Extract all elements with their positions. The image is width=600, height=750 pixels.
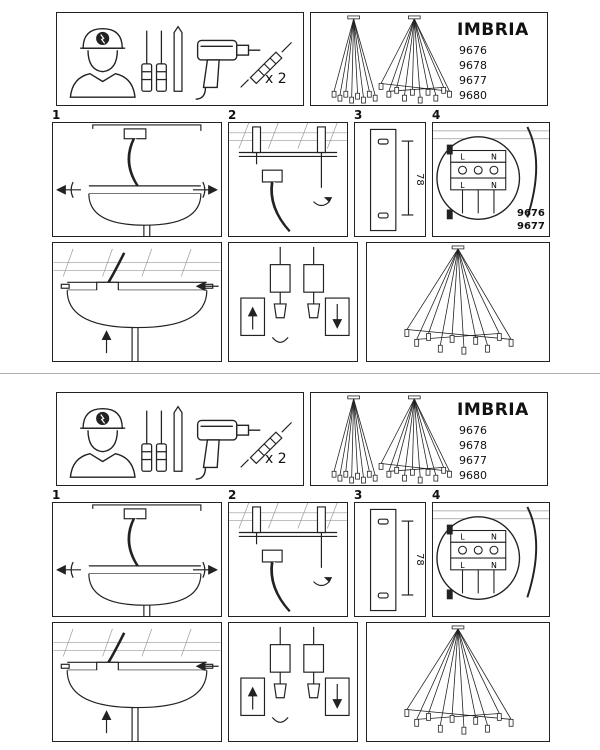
model-code: 9676 [459, 424, 487, 437]
arrow-right-icon [193, 561, 218, 578]
tools-illustration [69, 25, 292, 100]
arrow-left-icon [56, 181, 81, 198]
canopy-fitting-illustration [53, 628, 221, 741]
arrow-right-icon [193, 181, 218, 198]
terminal-label: N [491, 532, 497, 541]
ceiling-anchor-illustration [229, 503, 347, 613]
step-number: 2 [228, 488, 237, 502]
brand-title: IMBRIA [457, 400, 529, 420]
dimension-label: 78 [414, 553, 425, 566]
chandelier-overview [331, 395, 452, 484]
arrow-up-icon [101, 330, 112, 354]
model-code: 9680 [459, 89, 487, 102]
tools-panel: x 2 [56, 392, 304, 486]
screwdriver-icon [141, 25, 183, 92]
step-number: 2 [228, 108, 237, 122]
brand-title: IMBRIA [457, 20, 529, 40]
step-number: 1 [52, 488, 61, 502]
step-5-bulb-panel [228, 242, 358, 362]
step-2-panel [228, 122, 348, 237]
model-reference-list: 9676 9677 [517, 207, 545, 233]
step-number: 3 [354, 108, 363, 122]
step-5-canopy-panel [52, 622, 222, 742]
wiring-illustration: L N L N [433, 506, 549, 600]
installer-icon [69, 27, 136, 98]
rotate-arrow-icon [313, 577, 333, 587]
bulb-replacement-illustration [240, 246, 350, 343]
canopy-removal-illustration [56, 124, 218, 236]
model-code: 9678 [459, 59, 487, 72]
ceiling-anchor-illustration [229, 123, 347, 233]
step-number: 3 [354, 488, 363, 502]
step-3-panel: 78 [354, 122, 426, 237]
model-code-list: 9676 9678 9677 9680 [459, 423, 487, 483]
drill-icon [195, 419, 261, 480]
step-number: 1 [52, 108, 61, 122]
step-6-panel [366, 242, 550, 362]
step-number: 4 [432, 108, 441, 122]
product-overview-panel: IMBRIA 9676 9678 9677 9680 [310, 12, 548, 106]
dimension-label: 78 [414, 173, 425, 186]
chandelier-overview [331, 15, 452, 104]
terminal-label: L [460, 561, 465, 570]
finished-chandelier-illustration [404, 625, 514, 735]
step-5-canopy-panel [52, 242, 222, 362]
anchor-quantity: x 2 [265, 451, 287, 467]
terminal-label: L [460, 181, 465, 190]
terminal-label: L [460, 532, 465, 541]
step-4-panel: L N L N [432, 502, 550, 617]
step-1-panel [52, 502, 222, 617]
model-code-list: 9676 9678 9677 9680 [459, 43, 487, 103]
screwdriver-icon [141, 405, 183, 472]
drill-icon [195, 39, 261, 100]
terminal-label: N [491, 152, 497, 161]
canopy-fitting-illustration [53, 248, 221, 361]
rotate-arrow-icon [313, 197, 333, 207]
sheet-divider [0, 373, 600, 374]
instruction-sheet-bottom: x 2 [0, 380, 600, 750]
wall-plug-icon [240, 41, 292, 88]
arrow-left-icon [195, 661, 219, 672]
rotate-arrow-icon [271, 717, 289, 723]
terminal-label: N [491, 561, 497, 570]
canopy-removal-illustration [56, 504, 218, 616]
model-code: 9680 [459, 469, 487, 482]
terminal-label: N [491, 181, 497, 190]
step-4-panel: L N L N 9676 9677 [432, 122, 550, 237]
step-2-panel [228, 502, 348, 617]
step-1-panel [52, 122, 222, 237]
arrow-up-icon [101, 710, 112, 734]
step-6-panel [366, 622, 550, 742]
rotate-arrow-icon [271, 337, 289, 343]
step-number: 4 [432, 488, 441, 502]
model-reference: 9677 [517, 221, 545, 232]
arrow-left-icon [195, 281, 219, 292]
model-code: 9678 [459, 439, 487, 452]
model-code: 9677 [459, 74, 487, 87]
wall-plug-icon [240, 421, 292, 468]
product-overview-panel: IMBRIA 9676 9678 9677 9680 [310, 392, 548, 486]
tools-illustration [69, 405, 292, 480]
instruction-sheet-top: x 2 [0, 0, 600, 370]
tools-panel: x 2 [56, 12, 304, 106]
installer-icon [69, 407, 136, 478]
mounting-plate-illustration [369, 508, 414, 612]
step-3-panel: 78 [354, 502, 426, 617]
finished-chandelier-illustration [404, 245, 514, 355]
step-5-bulb-panel [228, 622, 358, 742]
bulb-replacement-illustration [240, 626, 350, 723]
anchor-quantity: x 2 [265, 71, 287, 87]
terminal-label: L [460, 152, 465, 161]
wiring-illustration: L N L N [433, 126, 549, 220]
arrow-left-icon [56, 561, 81, 578]
model-reference: 9676 [517, 208, 545, 219]
model-code: 9676 [459, 44, 487, 57]
model-code: 9677 [459, 454, 487, 467]
mounting-plate-illustration [369, 128, 414, 232]
